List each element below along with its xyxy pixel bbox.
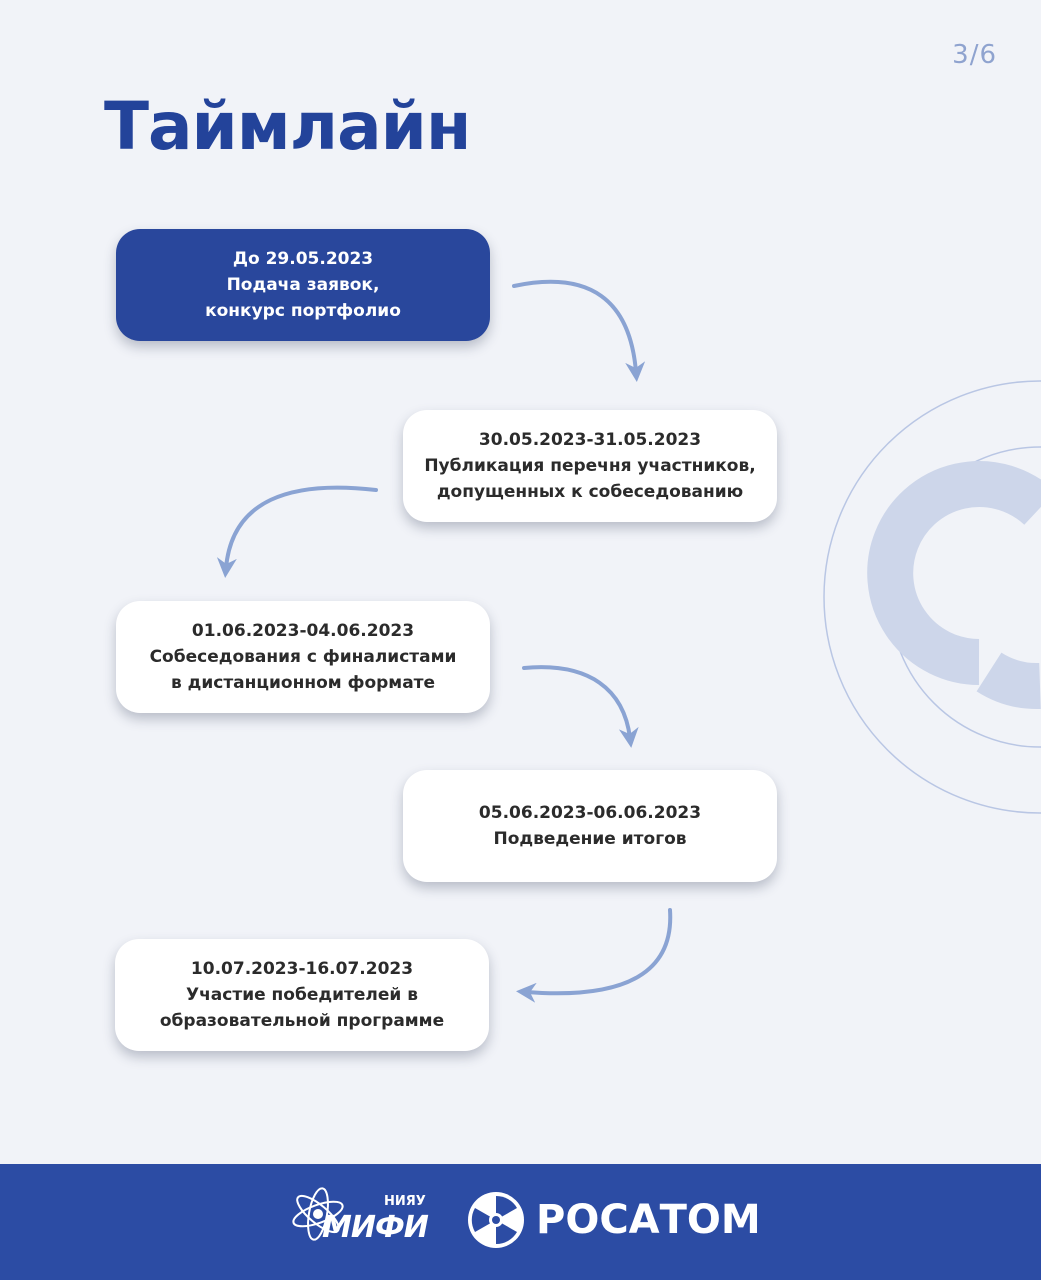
timeline-text: Публикация перечня участников, [424, 456, 756, 476]
timeline-card-4: 05.06.2023-06.06.2023 Подведение итогов [403, 770, 777, 882]
timeline-arrows [216, 279, 673, 1003]
rosatom-emblem-icon [468, 1192, 524, 1248]
timeline-date: 10.07.2023-16.07.2023 [190, 959, 414, 979]
timeline-date: До 29.05.2023 [232, 249, 374, 269]
timeline-text: образовательной программе [159, 1011, 445, 1031]
arrow-4 [516, 908, 673, 1003]
timeline-card-2: 30.05.2023-31.05.2023 Публикация перечня… [403, 410, 777, 522]
timeline-date: 01.06.2023-04.06.2023 [191, 621, 415, 641]
arrow-3 [522, 665, 639, 748]
mephi-name: МИФИ [322, 1210, 429, 1245]
page-title: Таймлайн [104, 88, 471, 165]
timeline-text: Собеседования с финалистами [149, 647, 457, 667]
timeline-text: Подведение итогов [493, 829, 687, 849]
footer-bar: НИЯУ МИФИ РОСАТОМ [0, 1164, 1041, 1280]
timeline-card-5: 10.07.2023-16.07.2023 Участие победителе… [115, 939, 489, 1051]
arrow-2 [216, 485, 378, 578]
timeline-text: Подача заявок, [226, 275, 380, 295]
arrow-1 [512, 279, 646, 382]
timeline-text: в дистанционном формате [170, 673, 436, 693]
timeline-text: Участие победителей в [186, 985, 418, 1005]
timeline-date: 05.06.2023-06.06.2023 [478, 803, 702, 823]
mephi-prefix: НИЯУ [384, 1194, 426, 1209]
mephi-logo: НИЯУ МИФИ [290, 1184, 430, 1258]
rosatom-name: РОСАТОМ [536, 1197, 761, 1243]
atom-icon [292, 1187, 344, 1241]
timeline-text: допущенных к собеседованию [436, 482, 744, 502]
timeline-text: конкурс портфолио [205, 301, 401, 321]
page-counter: 3/6 [952, 40, 997, 70]
timeline-card-3: 01.06.2023-04.06.2023 Собеседования с фи… [116, 601, 490, 713]
decorative-circles [823, 380, 1041, 814]
rosatom-logo: РОСАТОМ [466, 1188, 761, 1252]
timeline-date: 30.05.2023-31.05.2023 [478, 430, 702, 450]
timeline-card-1: До 29.05.2023 Подача заявок, конкурс пор… [116, 229, 490, 341]
